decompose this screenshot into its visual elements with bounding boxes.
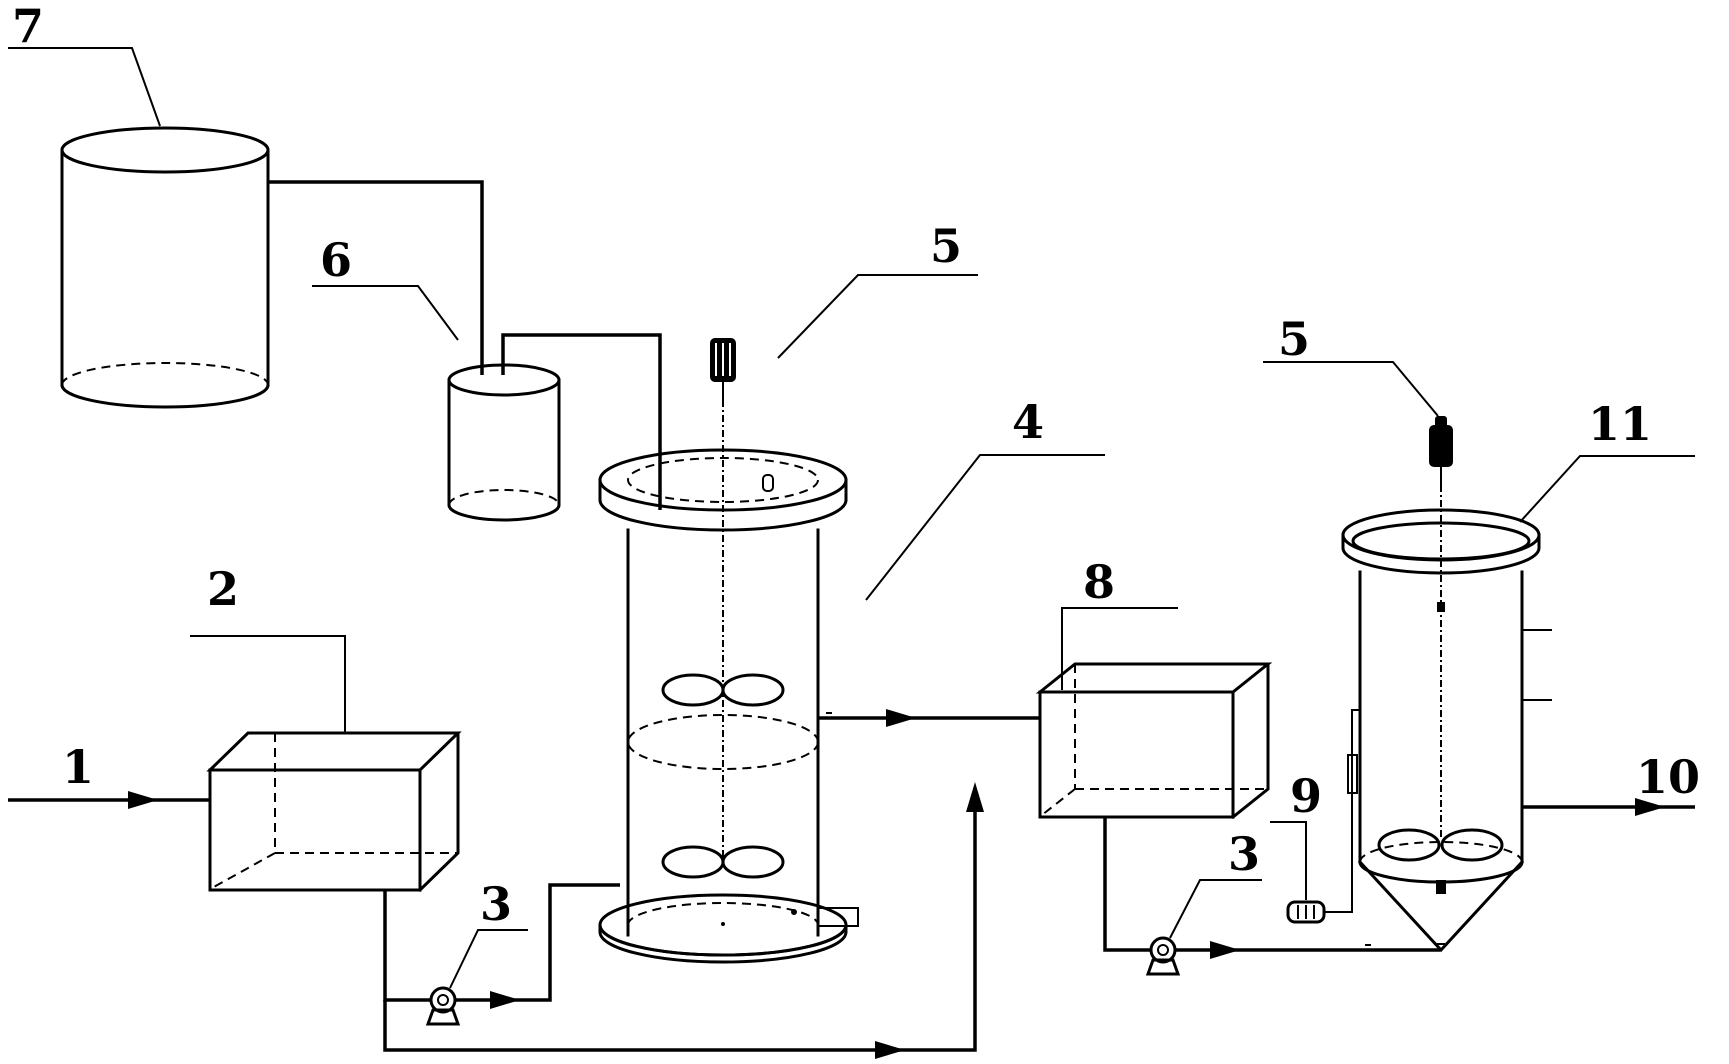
pipe-2-to-pump xyxy=(383,890,430,1002)
small-vessel-6 xyxy=(447,363,561,522)
leader-7 xyxy=(8,47,161,127)
feed-inlet-1 xyxy=(8,791,210,809)
label-3b: 3 xyxy=(1228,827,1260,881)
leader-2 xyxy=(190,635,346,733)
label-3a: 3 xyxy=(480,877,512,931)
label-7: 7 xyxy=(12,0,44,53)
buffer-tank-8 xyxy=(1035,662,1273,820)
leader-3b xyxy=(1169,879,1262,939)
label-1: 1 xyxy=(62,740,94,794)
outlet-10 xyxy=(1522,798,1695,816)
impeller-upper xyxy=(661,673,785,707)
leader-5b xyxy=(1263,361,1439,417)
label-5a: 5 xyxy=(930,219,962,273)
main-reactor-4 xyxy=(598,448,859,964)
pipe-8-to-11 xyxy=(1103,817,1150,952)
label-10: 10 xyxy=(1636,750,1700,804)
pipe-6-to-4 xyxy=(501,333,662,510)
label-2: 2 xyxy=(207,562,239,616)
impeller-11 xyxy=(1377,828,1504,862)
pump-3b xyxy=(1145,936,1181,976)
leader-5a xyxy=(777,274,978,359)
stirrer-motor-5a xyxy=(710,338,736,860)
label-6: 6 xyxy=(320,233,352,287)
leader-9 xyxy=(1270,821,1307,900)
impeller-lower xyxy=(661,845,785,879)
aerator-9 xyxy=(1286,709,1360,924)
pipe-7-to-6 xyxy=(268,180,484,375)
label-4: 4 xyxy=(1012,395,1044,449)
stirrer-motor-5b xyxy=(1429,416,1453,840)
leader-6 xyxy=(312,285,459,341)
label-8: 8 xyxy=(1083,555,1115,609)
pump-3a xyxy=(425,986,461,1026)
label-9: 9 xyxy=(1290,769,1322,823)
leader-3a xyxy=(449,929,528,989)
label-11: 11 xyxy=(1588,397,1652,451)
settling-reactor-11 xyxy=(1341,508,1552,953)
leader-11 xyxy=(1519,455,1695,523)
leader-8 xyxy=(1061,607,1178,690)
bypass-pipe xyxy=(383,790,977,1052)
leader-4 xyxy=(865,454,1105,601)
label-5b: 5 xyxy=(1278,312,1310,366)
feed-tank-2 xyxy=(206,731,462,893)
storage-tank-7 xyxy=(60,126,270,409)
